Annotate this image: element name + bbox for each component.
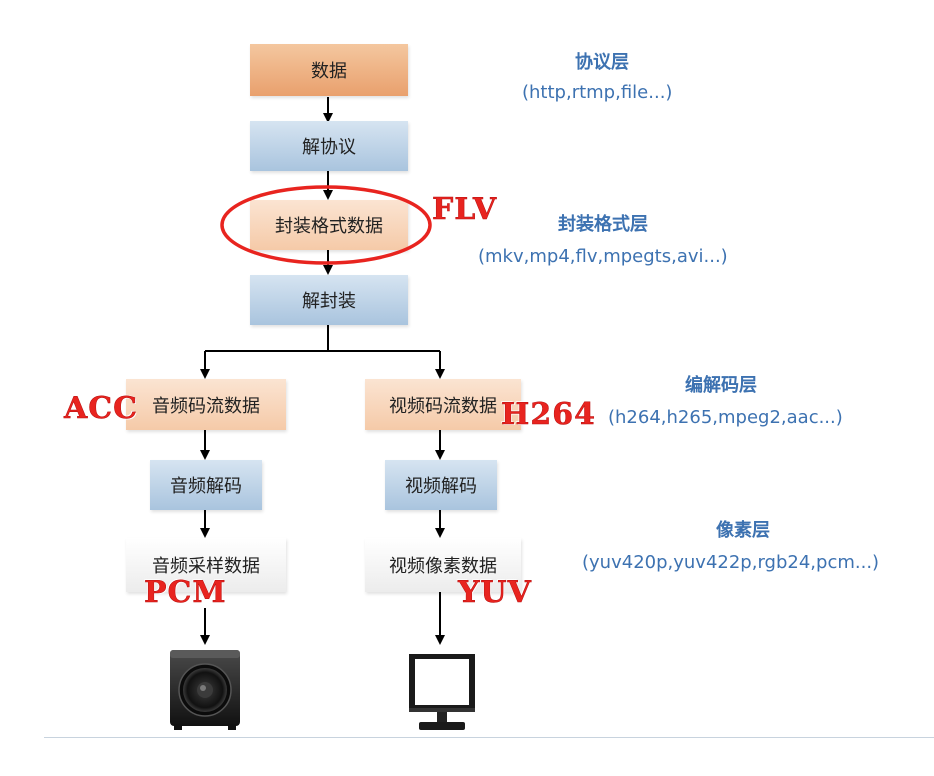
layer-pixel-sub: (yuv420p,yuv422p,rgb24,pcm...) [582, 552, 880, 573]
node-video-decode-label: 视频解码 [405, 476, 477, 497]
node-container-data-label: 封装格式数据 [275, 216, 383, 237]
speaker-icon [170, 650, 240, 730]
bottom-divider [44, 737, 934, 738]
annotation-acc: ACC [64, 391, 139, 427]
layer-protocol-sub: (http,rtmp,file...) [522, 82, 673, 103]
node-video-stream-label: 视频码流数据 [389, 395, 497, 417]
node-video-decode: 视频解码 [385, 460, 497, 510]
monitor-icon [409, 654, 475, 730]
node-container-data: 封装格式数据 [250, 200, 408, 250]
layer-pixel-title: 像素层 [716, 520, 770, 541]
annotation-flv: FLV [432, 192, 498, 228]
node-demux: 解封装 [250, 275, 408, 325]
node-audio-stream-label: 音频码流数据 [152, 395, 260, 417]
node-video-pixels: 视频像素数据 [365, 538, 521, 592]
node-audio-decode-label: 音频解码 [170, 476, 242, 497]
node-video-stream: 视频码流数据 [365, 379, 521, 430]
annotation-h264: H264 [501, 397, 596, 433]
node-data: 数据 [250, 44, 408, 96]
node-audio-decode: 音频解码 [150, 460, 262, 510]
annotation-yuv: YUV [458, 575, 532, 611]
node-protocol-parse: 解协议 [250, 121, 408, 171]
node-data-label: 数据 [311, 61, 347, 82]
node-audio-samples-label: 音频采样数据 [152, 556, 260, 577]
layer-protocol-title: 协议层 [575, 52, 629, 73]
layer-codec-sub: (h264,h265,mpeg2,aac...) [608, 407, 843, 428]
node-audio-samples: 音频采样数据 [126, 538, 286, 592]
node-demux-label: 解封装 [302, 291, 356, 312]
layer-codec-title: 编解码层 [685, 375, 757, 396]
node-protocol-parse-label: 解协议 [302, 137, 356, 158]
node-audio-stream: 音频码流数据 [126, 379, 286, 430]
node-video-pixels-label: 视频像素数据 [389, 556, 497, 577]
annotation-pcm: PCM [144, 575, 227, 611]
layer-container-title: 封装格式层 [558, 214, 648, 235]
layer-container-sub: (mkv,mp4,flv,mpegts,avi...) [478, 246, 728, 267]
